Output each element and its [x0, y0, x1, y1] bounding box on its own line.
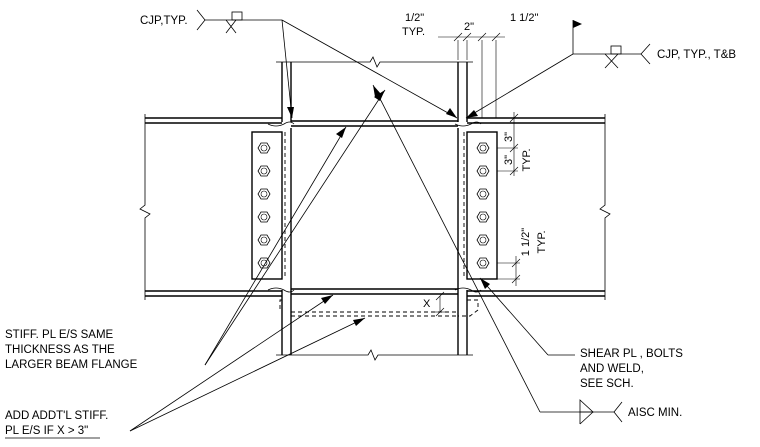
cjp-weld-symbol-left: CJP,TYP. [140, 9, 458, 119]
cjp-weld-symbol-right: CJP, TYP., T&B [465, 20, 736, 119]
dim-typ-lower: TYP. [536, 230, 548, 253]
bolt [476, 188, 490, 200]
stiff-pl-line3: LARGER BEAM FLANGE [5, 359, 138, 371]
bolt [476, 211, 490, 223]
bolt [257, 142, 271, 154]
top-dimensions: 1/2" TYP. 2" 1 1/2" [402, 12, 538, 118]
dim-three-inch-b: 3" [503, 155, 515, 165]
bolt [476, 142, 490, 154]
shear-pl-line1: SHEAR PL , BOLTS [580, 348, 683, 360]
right-dimensions: 3" 3" TYP. 1 1/2" TYP. [497, 112, 548, 286]
stiff-pl-line1: STIFF. PL E/S SAME [5, 329, 114, 341]
aisc-min-weld-symbol: AISC MIN. [372, 84, 682, 425]
add-stiff-line1: ADD ADDT'L STIFF. [5, 410, 108, 422]
dim-one-half-inch-lower: 1 1/2" [520, 228, 532, 256]
stiffener-plate-callout: STIFF. PL E/S SAME THICKNESS AS THE LARG… [5, 89, 386, 371]
bolt [476, 234, 490, 246]
left-beam [139, 114, 282, 300]
left-bolts [257, 142, 271, 269]
left-shear-plate [251, 131, 286, 280]
dim-one-half-inch: 1 1/2" [510, 12, 538, 24]
cjp-typ-tb-label: CJP, TYP., T&B [657, 49, 736, 61]
bolt [257, 165, 271, 177]
x-dimension: X [423, 291, 448, 317]
bolt [257, 234, 271, 246]
stiff-pl-line2: THICKNESS AS THE [5, 344, 115, 356]
column [276, 56, 473, 361]
aisc-min-label: AISC MIN. [628, 407, 682, 419]
add-stiff-line2: PL E/S IF X > 3" [5, 425, 88, 437]
dim-x: X [423, 298, 431, 310]
dim-half-inch: 1/2" [405, 12, 424, 24]
right-shear-plate [463, 131, 498, 280]
dim-typ-right: TYP. [521, 148, 533, 171]
dim-half-inch-typ: TYP. [402, 26, 425, 38]
bolt [257, 211, 271, 223]
shear-pl-line3: SEE SCH. [580, 378, 634, 390]
weld-access-holes [267, 121, 482, 293]
bolt [476, 165, 490, 177]
dim-three-inch-a: 3" [503, 132, 515, 142]
additional-stiffener-callout: ADD ADDT'L STIFF. PL E/S IF X > 3" [5, 294, 366, 439]
bolt [476, 257, 490, 269]
shear-pl-line2: AND WELD, [580, 363, 644, 375]
dim-two-inch: 2" [464, 21, 474, 33]
right-bolts [476, 142, 490, 269]
bolt [257, 188, 271, 200]
cjp-typ-label: CJP,TYP. [140, 15, 188, 27]
shear-plate-callout: SHEAR PL , BOLTS AND WELD, SEE SCH. [479, 277, 683, 390]
continuity-plates [279, 120, 479, 317]
bolt [257, 257, 271, 269]
right-beam [467, 114, 611, 300]
